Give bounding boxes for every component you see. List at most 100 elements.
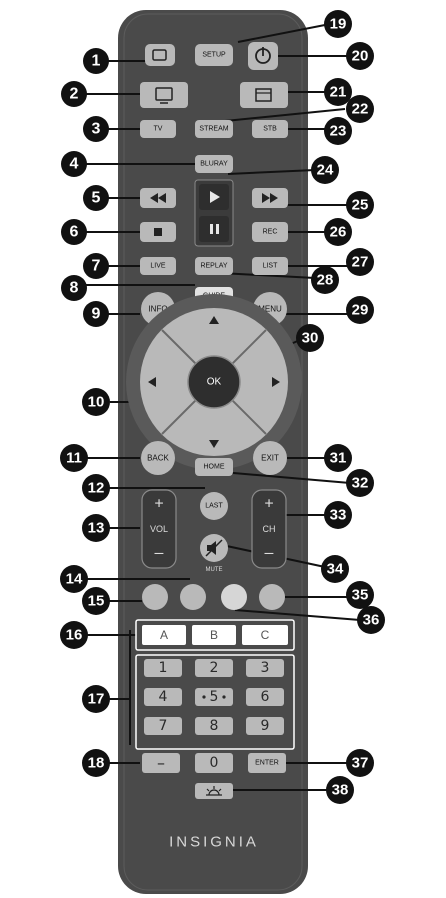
enter-label: ENTER [255,760,279,767]
a-button[interactable]: A [142,625,186,645]
callout-8: 8 [61,275,87,301]
b-button[interactable]: B [192,625,236,645]
input-button[interactable] [145,44,175,66]
color-button-1[interactable] [142,584,168,610]
fast-forward-button[interactable] [252,188,288,208]
svg-text:37: 37 [352,755,369,772]
c-button[interactable]: C [242,625,288,645]
home-label: HOME [204,464,225,471]
svg-text:27: 27 [352,254,369,271]
mute-icon [207,541,216,555]
mute-label: MUTE [206,567,223,573]
stream-mode-button[interactable] [240,82,288,108]
channel-rocker[interactable]: + CH – [251,489,287,569]
callout-1: 1 [83,48,109,74]
num-3-button[interactable]: 3 [246,659,284,677]
color-button-2[interactable] [180,584,206,610]
callout-19: 19 [324,10,352,38]
svg-text:22: 22 [352,101,369,118]
stop-icon [154,228,162,236]
callout-21: 21 [324,78,352,106]
home-button[interactable]: HOME [195,458,233,476]
list-button[interactable]: LIST [252,257,288,275]
stream-label: STREAM [199,126,228,133]
num-1-label: 1 [159,660,168,676]
up-arrow-icon [209,316,219,324]
tv-button[interactable]: TV [140,120,176,138]
menu-label: MENU [258,305,282,314]
svg-text:15: 15 [88,593,105,610]
color-button-4[interactable] [259,584,285,610]
callout-17: 17 [82,685,110,713]
setup-button[interactable]: SETUP [195,44,233,66]
svg-text:16: 16 [66,627,83,644]
c-label: C [261,628,270,642]
num-7-button[interactable]: 7 [144,717,182,735]
exit-button[interactable]: EXIT [253,441,287,475]
num-2-button[interactable]: 2 [195,659,233,677]
callout-18: 18 [82,749,110,777]
svg-text:20: 20 [352,48,369,65]
callout-23: 23 [324,117,352,145]
num-5-button[interactable]: 5 [195,688,233,706]
stream-button[interactable]: STREAM [195,120,233,138]
last-label: LAST [205,503,223,510]
replay-button[interactable]: REPLAY [195,257,233,275]
live-button[interactable]: LIVE [140,257,176,275]
ok-label: OK [207,377,222,388]
svg-text:4: 4 [70,156,79,173]
vol-plus-label: + [154,496,163,513]
svg-text:29: 29 [352,302,369,319]
back-label: BACK [147,454,169,463]
bluray-label: BLURAY [200,161,228,168]
num-8-button[interactable]: 8 [195,717,233,735]
num-9-button[interactable]: 9 [246,717,284,735]
enter-button[interactable]: ENTER [248,753,286,773]
tv-mode-button[interactable] [140,82,188,108]
num-6-button[interactable]: 6 [246,688,284,706]
svg-text:32: 32 [352,475,369,492]
callout-34: 34 [321,555,349,583]
svg-text:1: 1 [92,53,101,70]
svg-text:3: 3 [92,121,101,138]
stop-button[interactable] [140,222,176,242]
callout-26: 26 [324,218,352,246]
volume-rocker[interactable]: + VOL – [141,489,177,569]
num-6-label: 6 [261,689,270,705]
callout-22: 22 [346,95,374,123]
num-9-label: 9 [261,718,270,734]
b-label: B [210,628,218,642]
pause-button[interactable] [199,216,229,242]
exit-label: EXIT [261,454,279,463]
num-0-button[interactable]: 0 [195,753,233,773]
rewind-button[interactable] [140,188,176,208]
svg-text:8: 8 [70,280,79,297]
callout-24: 24 [311,156,339,184]
play-icon [210,191,220,203]
svg-text:21: 21 [330,84,347,101]
play-button[interactable] [199,184,229,210]
svg-text:5: 5 [92,190,101,207]
color-button-3[interactable] [221,584,247,610]
svg-text:18: 18 [88,755,105,772]
ok-button[interactable]: OK [187,355,241,409]
back-button[interactable]: BACK [141,441,175,475]
num-4-button[interactable]: 4 [144,688,182,706]
stb-label: STB [263,126,277,133]
num-0-label: 0 [210,755,219,771]
backlight-button[interactable] [195,783,233,799]
svg-text:26: 26 [330,224,347,241]
live-label: LIVE [150,263,166,270]
bluray-button[interactable]: BLURAY [195,155,233,173]
callout-2: 2 [61,81,87,107]
mute-button[interactable]: MUTE [200,534,228,573]
callout-25: 25 [346,191,374,219]
callout-28: 28 [311,266,339,294]
dash-button[interactable]: – [142,753,180,773]
num-1-button[interactable]: 1 [144,659,182,677]
callout-20: 20 [346,42,374,70]
power-button[interactable] [248,42,278,70]
last-button[interactable]: LAST [200,492,228,520]
rec-button[interactable]: REC [252,222,288,242]
stb-button[interactable]: STB [252,120,288,138]
